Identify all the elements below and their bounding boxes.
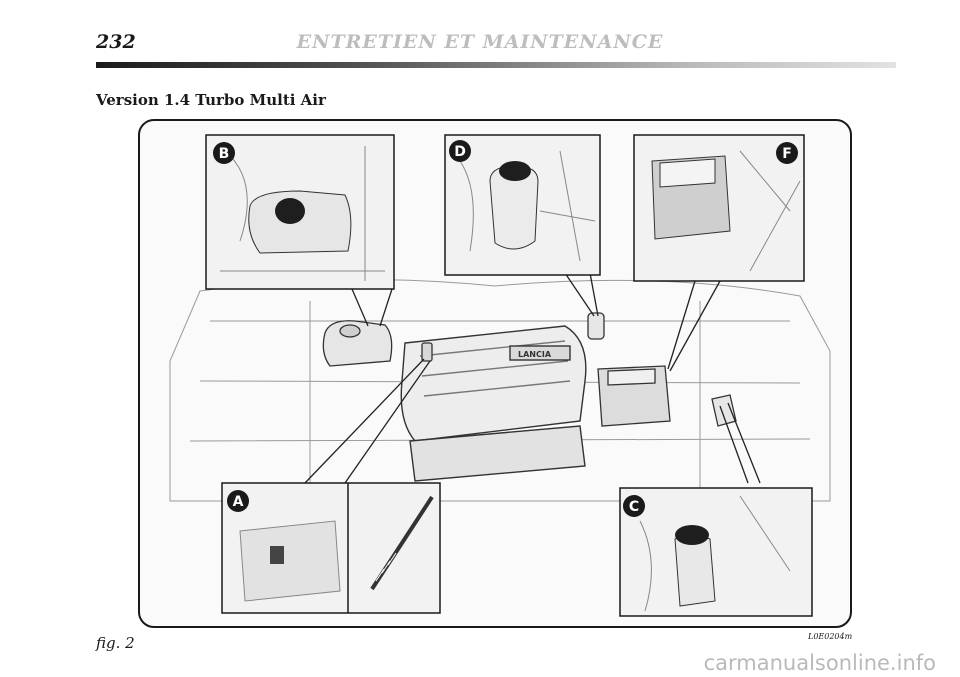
header-rule [96, 62, 896, 68]
page-number: 232 [96, 31, 136, 53]
watermark-text: carmanualsonline.info [703, 651, 936, 675]
inset-a [221, 482, 441, 614]
callout-f: F [776, 142, 798, 164]
callout-b: B [213, 142, 235, 164]
watermark-link[interactable]: carmanualsonline.info [0, 651, 960, 675]
callout-leaders [304, 272, 761, 484]
engine-figure: LANCIA [138, 119, 852, 628]
callout-a: A [227, 490, 249, 512]
engine-block [400, 325, 587, 482]
svg-text:F: F [782, 146, 792, 162]
dipstick-handle [421, 342, 433, 362]
figure-caption: fig. 2 [96, 634, 135, 652]
section-heading: Version 1.4 Turbo Multi Air [96, 91, 326, 109]
inset-b [205, 134, 395, 290]
engine-badge-text: LANCIA [518, 350, 552, 359]
svg-text:B: B [219, 146, 230, 162]
engine-illustration: LANCIA [169, 134, 831, 617]
coolant-reservoir [322, 320, 393, 367]
inset-f [633, 134, 805, 282]
image-code: L0E0204m [808, 632, 853, 641]
callout-c: C [623, 495, 645, 517]
inset-c [619, 487, 813, 617]
inset-d [444, 134, 601, 276]
svg-text:D: D [454, 144, 466, 160]
svg-text:A: A [233, 494, 244, 510]
battery [597, 365, 671, 427]
brake-fluid-reservoir [587, 312, 605, 340]
running-title: ENTRETIEN ET MAINTENANCE [296, 31, 664, 53]
washer-reservoir [711, 394, 737, 427]
callout-d: D [449, 140, 471, 162]
svg-text:C: C [629, 499, 639, 515]
